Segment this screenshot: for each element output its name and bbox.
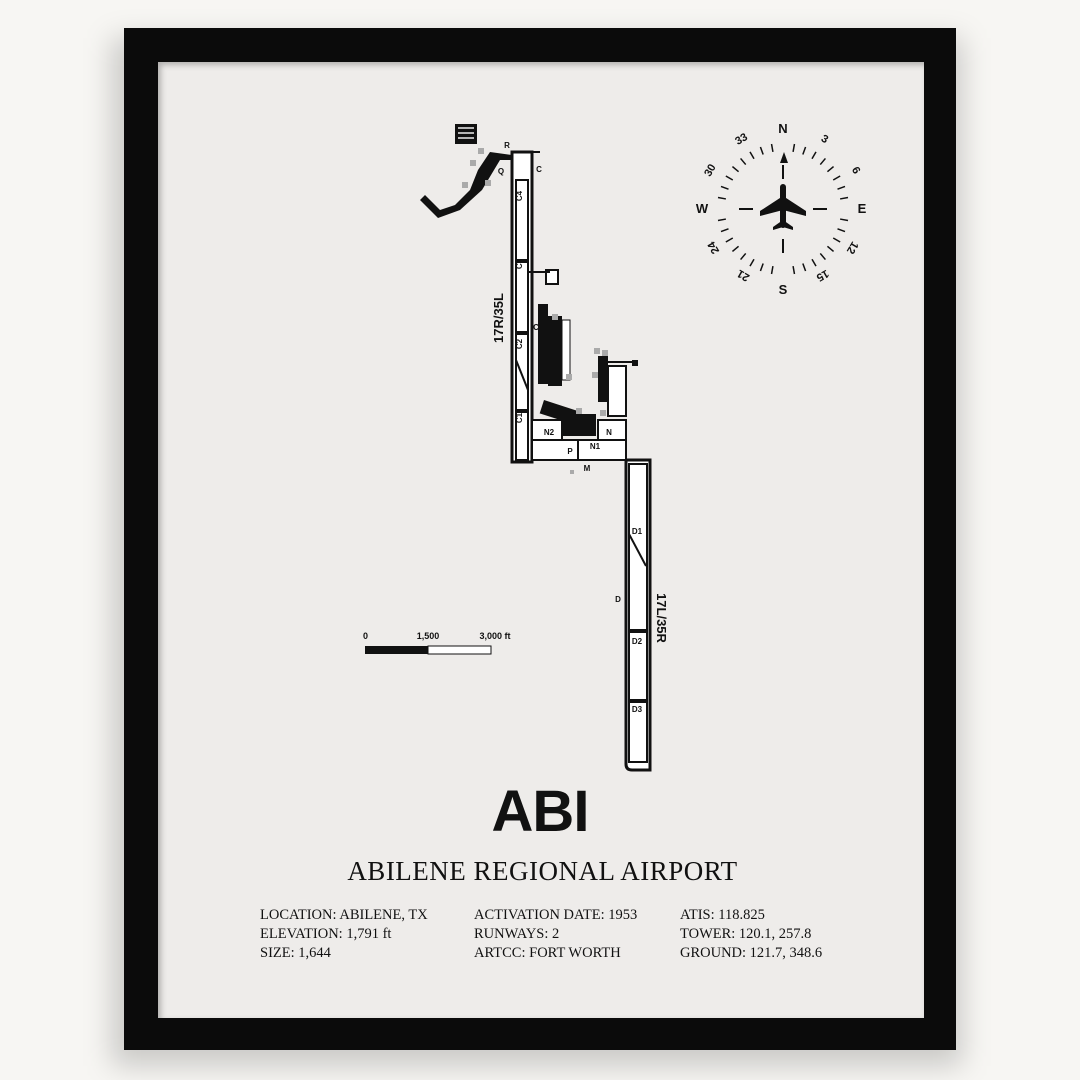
compass-3: 3 [819, 133, 830, 146]
compass-rose: N E S W 3 6 12 15 21 24 30 33 [696, 121, 867, 297]
taxiway-d1-connector [628, 533, 647, 567]
compass-6: 6 [849, 165, 862, 176]
taxiway-label-d1: D1 [632, 527, 643, 536]
taxiway-label-n: N [606, 428, 612, 437]
compass-tick [811, 151, 817, 160]
taxiway-label-p: P [567, 447, 573, 456]
taxiway-label-c1: C1 [515, 412, 524, 423]
compass-tick [839, 218, 849, 222]
compass-tick [759, 263, 764, 272]
compass-tick [826, 166, 835, 173]
info-runways: RUNWAYS: 2 [474, 926, 560, 942]
compass-tick [725, 175, 734, 181]
compass-tick [759, 146, 764, 155]
info-activation-date: ACTIVATION DATE: 1953 [474, 907, 638, 923]
taxiway-label-d2: D2 [632, 637, 643, 646]
compass-33: 33 [733, 131, 750, 148]
runway-label-17r-35l: 17R/35L [491, 293, 506, 343]
compass-15: 15 [814, 267, 831, 284]
compass-tick [792, 265, 796, 275]
info-artcc: ARTCC: FORT WORTH [474, 945, 621, 961]
taxiway-label-n2: N2 [544, 428, 555, 437]
compass-tick [819, 157, 826, 166]
info-column-3: ATIS: 118.825 TOWER: 120.1, 257.8 GROUND… [680, 906, 822, 963]
compass-tick [826, 245, 835, 252]
taxiway-label-d: D [615, 595, 621, 604]
taxiway-grid-c [515, 179, 529, 461]
info-location: LOCATION: ABILENE, TX [260, 907, 428, 923]
info-tower: TOWER: 120.1, 257.8 [680, 926, 812, 942]
taxiway-label-r: R [504, 141, 510, 150]
scale-bar: 0 1,500 3,000 ft [363, 631, 511, 655]
airport-name: ABILENE REGIONAL AIRPORT [347, 856, 738, 886]
scale-label-1500: 1,500 [417, 631, 440, 641]
taxiway-grid-d [628, 463, 648, 763]
compass-tick [839, 196, 849, 200]
compass-tick [832, 175, 841, 181]
compass-12: 12 [844, 239, 861, 256]
terminal-area [528, 269, 638, 474]
compass-tick [720, 228, 729, 233]
compass-tick [832, 237, 841, 243]
compass-tick [725, 237, 734, 243]
compass-tick [717, 196, 727, 200]
north-ramp [420, 124, 540, 218]
airplane-icon [760, 184, 806, 230]
compass-tick [720, 185, 729, 190]
info-ground: GROUND: 121.7, 348.6 [680, 945, 823, 961]
taxiway-label-c2: C2 [515, 338, 524, 349]
taxiway-label-m: M [584, 464, 591, 473]
compass-tick [770, 265, 774, 275]
info-elevation: ELEVATION: 1,791 ft [260, 926, 392, 942]
compass-tick [819, 252, 826, 261]
compass-21: 21 [735, 267, 752, 284]
taxiway-label-c3: C3 [515, 258, 524, 269]
compass-tick [731, 166, 740, 173]
compass-tick [837, 185, 846, 190]
north-arrow-icon [780, 152, 788, 163]
compass-tick [749, 258, 755, 267]
taxiway-label-q: Q [498, 167, 504, 176]
compass-tick [802, 146, 807, 155]
taxiway-c2-connector [515, 359, 529, 391]
scale-label-3000: 3,000 ft [479, 631, 510, 641]
taxiway-label-c4: C4 [515, 190, 524, 201]
compass-s: S [779, 282, 788, 297]
compass-tick [770, 143, 774, 153]
airport-code: ABI [491, 779, 590, 844]
scale-label-0: 0 [363, 631, 368, 641]
taxiway-label-n1: N1 [590, 442, 601, 451]
compass-n: N [778, 121, 787, 136]
compass-30: 30 [702, 162, 719, 179]
compass-e: E [858, 201, 867, 216]
compass-tick [740, 252, 747, 261]
taxiway-label-c: C [533, 323, 539, 332]
compass-tick [811, 258, 817, 267]
poster-mat [158, 62, 924, 1018]
taxiway-label-d3: D3 [632, 705, 643, 714]
compass-tick [837, 228, 846, 233]
taxiway-label-c-north: C [536, 165, 542, 174]
compass-tick [731, 245, 740, 252]
compass-tick [717, 218, 727, 222]
compass-tick [792, 143, 796, 153]
runway-label-17l-35r: 17L/35R [654, 593, 669, 643]
compass-tick [749, 151, 755, 160]
compass-24: 24 [705, 238, 722, 255]
info-column-2: ACTIVATION DATE: 1953 RUNWAYS: 2 ARTCC: … [474, 906, 637, 963]
info-column-1: LOCATION: ABILENE, TX ELEVATION: 1,791 f… [260, 906, 428, 963]
info-size: SIZE: 1,644 [260, 945, 331, 961]
compass-tick [740, 157, 747, 166]
compass-w: W [696, 201, 709, 216]
info-atis: ATIS: 118.825 [680, 907, 765, 923]
compass-tick [802, 263, 807, 272]
